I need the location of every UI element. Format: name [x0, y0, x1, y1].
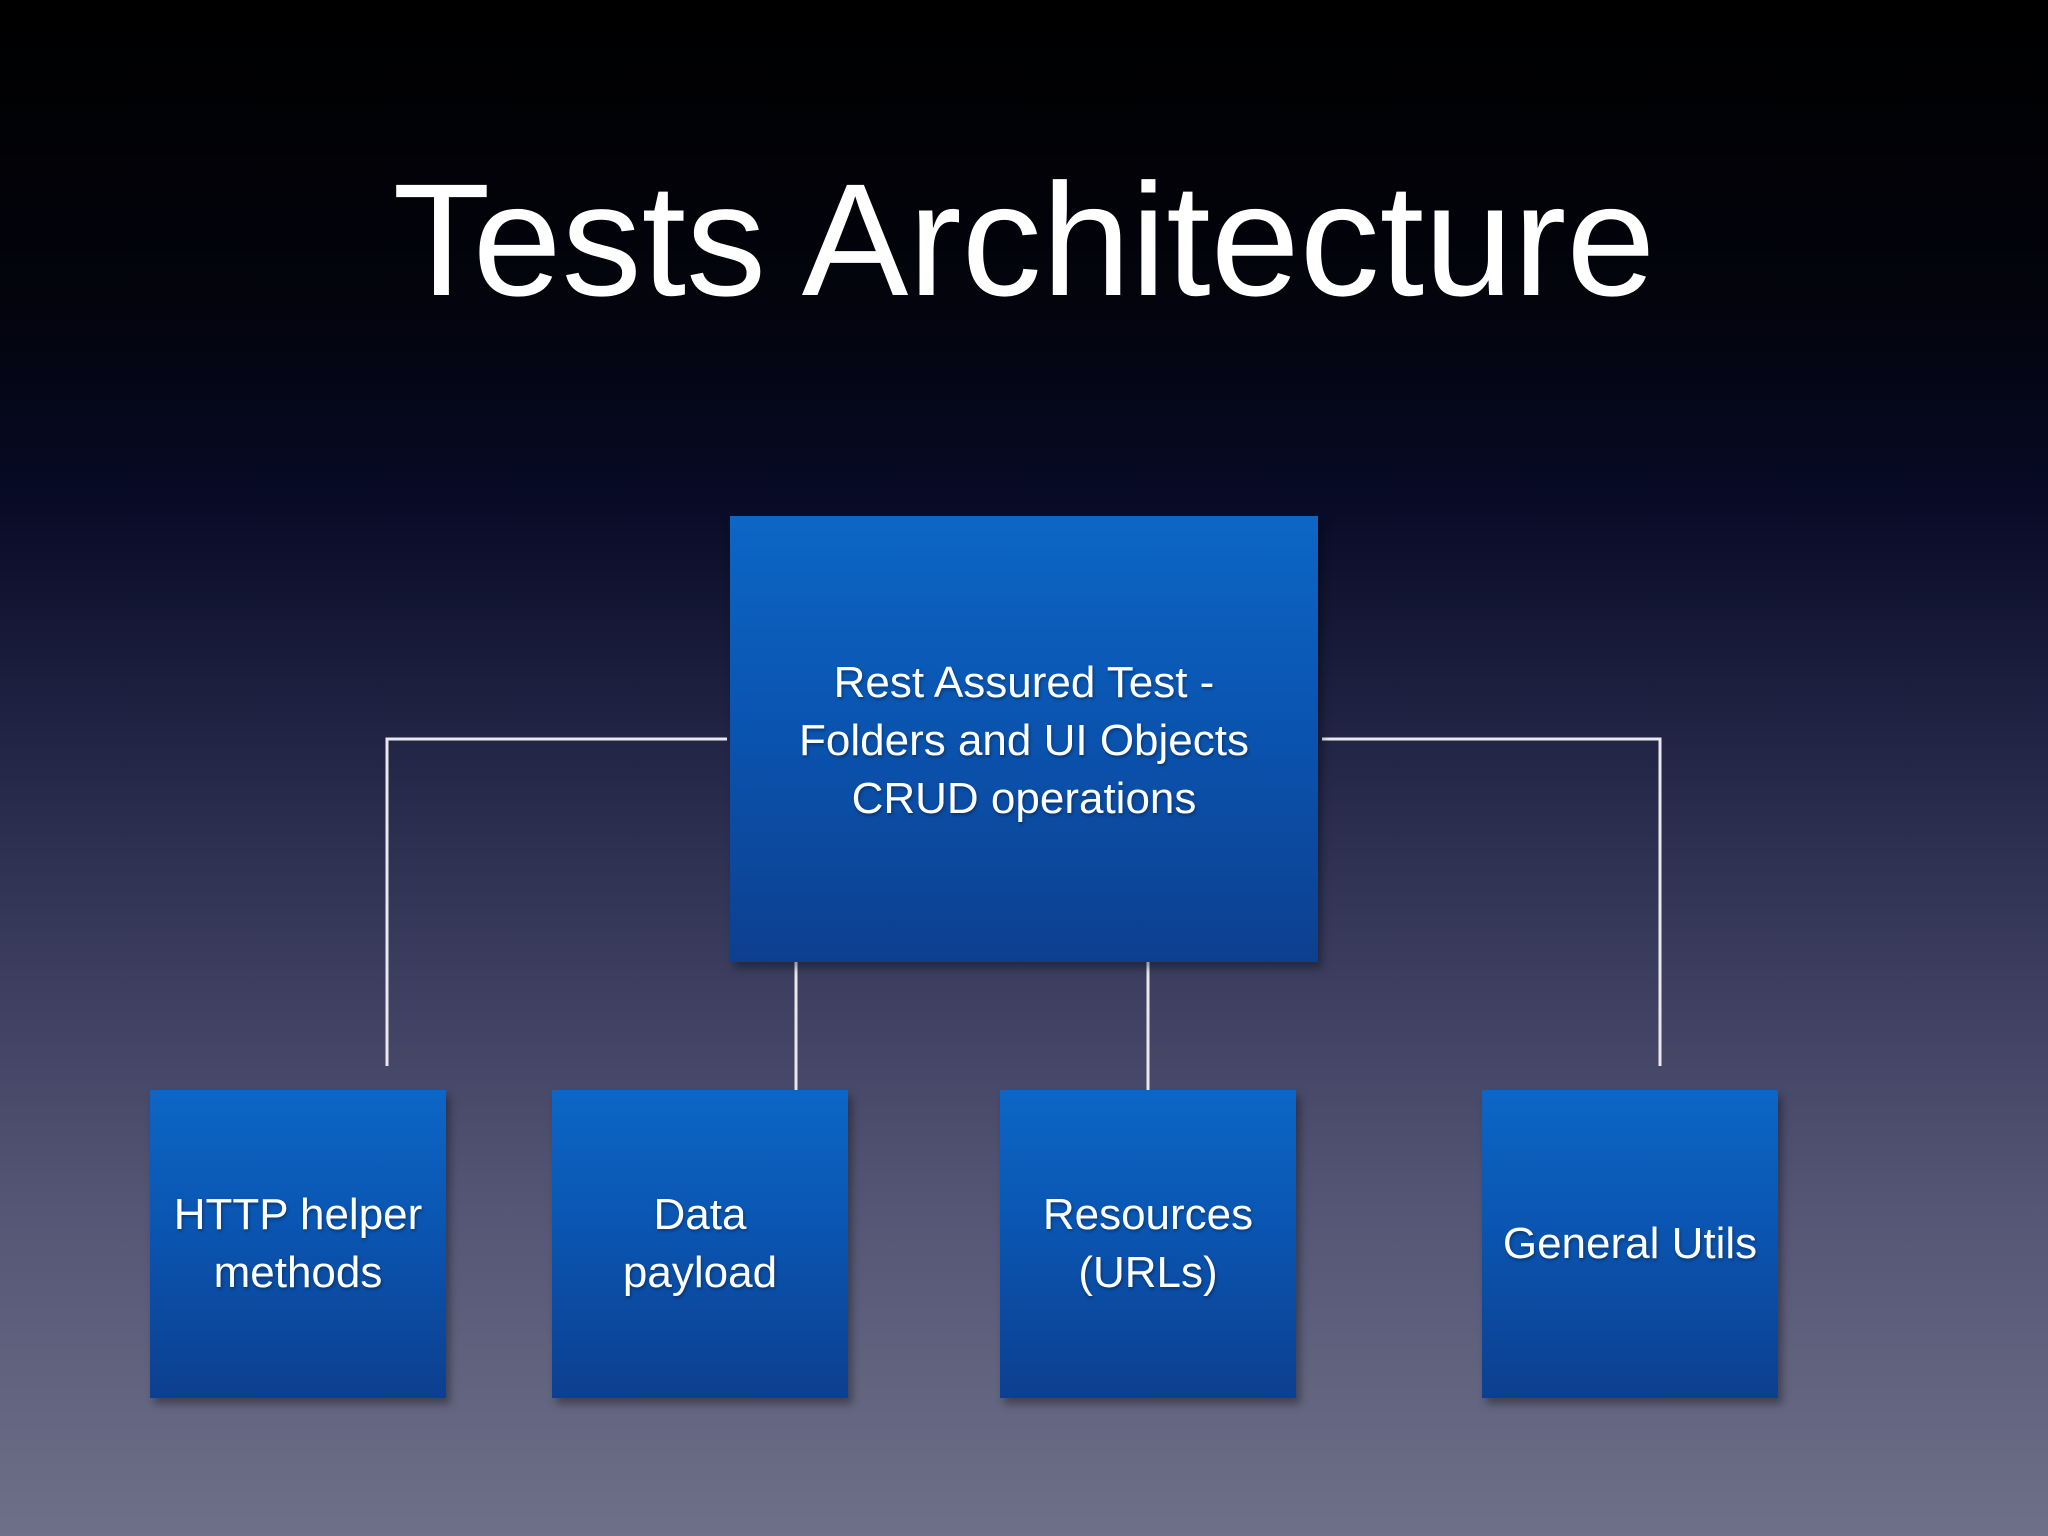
connector-root-to-utils — [1322, 737, 1662, 1066]
root-box-label: Rest Assured Test - Folders and UI Objec… — [799, 658, 1249, 823]
box-label: General Utils — [1502, 1219, 1758, 1268]
box-label: HTTP helper methods — [173, 1190, 423, 1297]
box-resources-urls: Resources (URLs) — [1000, 1090, 1296, 1398]
box-data-payload: Data payload — [552, 1090, 848, 1398]
box-general-utils: General Utils — [1482, 1090, 1778, 1398]
connector-root-to-http — [385, 737, 727, 1066]
box-label: Resources (URLs) — [1042, 1190, 1254, 1297]
slide-title: Tests Architecture — [392, 150, 1656, 329]
box-label: Data payload — [622, 1190, 778, 1297]
root-box-rest-assured-test: Rest Assured Test - Folders and UI Objec… — [730, 516, 1318, 962]
box-http-helper-methods: HTTP helper methods — [150, 1090, 446, 1398]
